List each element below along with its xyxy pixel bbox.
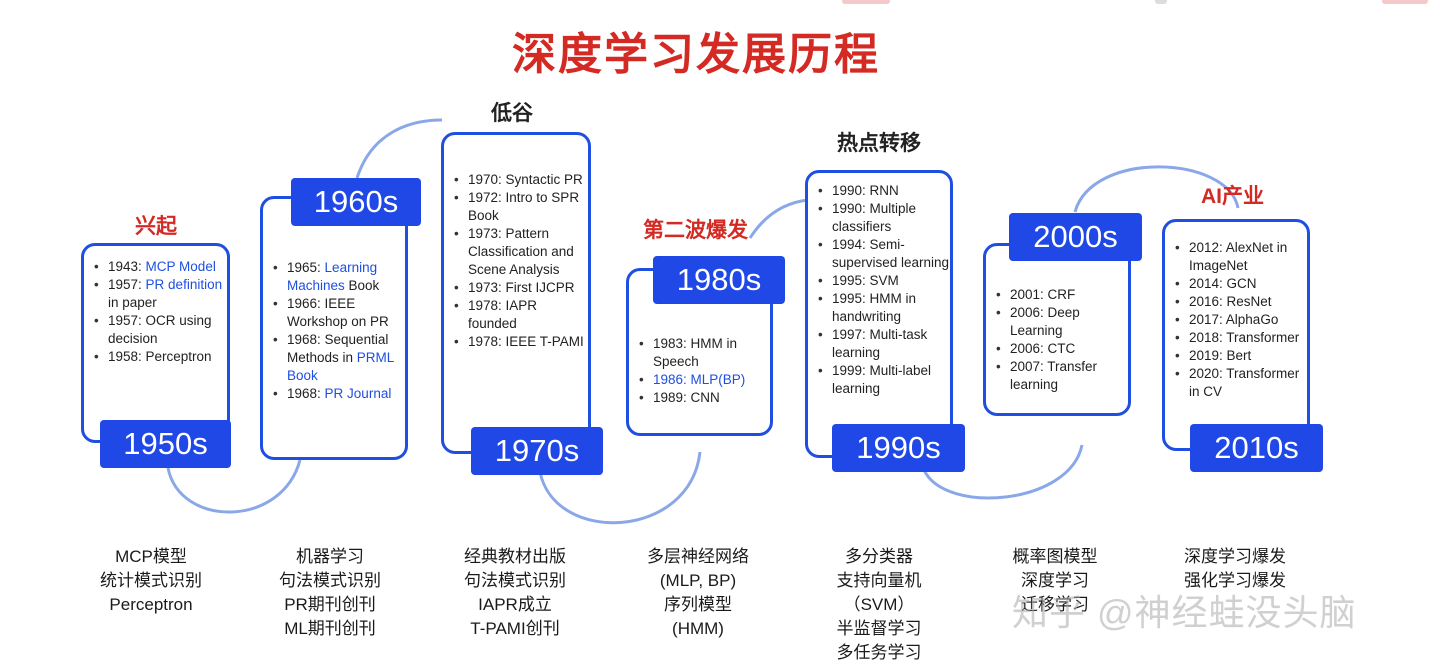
era-badge-2000s: 2000s <box>1009 213 1142 261</box>
list-item: 2007: Transfer learning <box>996 358 1128 394</box>
list-item: 1968: Sequential Methods in PRML Book <box>273 331 405 385</box>
list-item: 1997: Multi-task learning <box>818 326 950 362</box>
phase-label-second-wave: 第二波爆发 <box>643 219 748 242</box>
era-badge-1970s: 1970s <box>471 427 603 475</box>
summary-2010s: 深度学习爆发强化学习爆发 <box>1184 547 1286 590</box>
list-item: 1965: Learning Machines Book <box>273 259 405 295</box>
list-item: 1999: Multi-label learning <box>818 362 950 398</box>
top-edge-mark <box>1155 0 1167 4</box>
list-item: 2006: Deep Learning <box>996 304 1128 340</box>
phase-label-ai-industry: AI产业 <box>1201 185 1264 208</box>
connector-arc <box>748 198 809 239</box>
connector-arc <box>538 451 702 525</box>
timeline-box-1950s: 1943: MCP Model 1957: PR definition in p… <box>81 243 230 443</box>
list-item: 2001: CRF <box>996 286 1128 304</box>
phase-label-trough: 低谷 <box>491 102 533 125</box>
list-item: 1978: IAPR founded <box>454 297 588 333</box>
list-item: 1972: Intro to SPR Book <box>454 189 588 225</box>
list-item: 1995: HMM in handwriting <box>818 290 950 326</box>
era-badge-1950s: 1950s <box>100 420 231 468</box>
summary-1990s: 多分类器支持向量机（SVM）半监督学习多任务学习 <box>836 547 922 662</box>
list-item: 2016: ResNet <box>1175 293 1307 311</box>
list-item: 1966: IEEE Workshop on PR <box>273 295 405 331</box>
list-item: 1973: First IJCPR <box>454 279 588 297</box>
list-item: 1983: HMM in Speech <box>639 335 770 371</box>
list-item: 1973: Pattern Classification and Scene A… <box>454 225 588 279</box>
timeline-box-1990s: 1990: RNN 1990: Multiple classifiers 199… <box>805 170 953 458</box>
list-item: 1990: Multiple classifiers <box>818 200 950 236</box>
list-item: 1970: Syntactic PR <box>454 171 588 189</box>
summary-1980s: 多层神经网络(MLP, BP)序列模型(HMM) <box>647 547 749 638</box>
list-item: 1994: Semi-supervised learning <box>818 236 950 272</box>
page-title: 深度学习发展历程 <box>512 30 880 79</box>
era-badge-2010s: 2010s <box>1190 424 1323 472</box>
timeline-box-2000s: 2001: CRF 2006: Deep Learning 2006: CTC … <box>983 243 1131 416</box>
list-item: 1943: MCP Model <box>94 258 227 276</box>
list-item: 1989: CNN <box>639 389 770 407</box>
list-item: 2017: AlphaGo <box>1175 311 1307 329</box>
timeline-box-1960s: 1965: Learning Machines Book 1966: IEEE … <box>260 196 408 460</box>
list-item: 2012: AlexNet in ImageNet <box>1175 239 1307 275</box>
list-item: 1978: IEEE T-PAMI <box>454 333 588 351</box>
timeline-box-2010s: 2012: AlexNet in ImageNet 2014: GCN 2016… <box>1162 219 1310 451</box>
list-item: 2014: GCN <box>1175 275 1307 293</box>
list-item: 2019: Bert <box>1175 347 1307 365</box>
phase-label-rise: 兴起 <box>135 215 177 238</box>
connector-arc <box>355 118 443 179</box>
list-item: 2006: CTC <box>996 340 1128 358</box>
timeline-box-1970s: 1970: Syntactic PR 1972: Intro to SPR Bo… <box>441 132 591 454</box>
top-edge-mark <box>1382 0 1428 4</box>
list-item: 1958: Perceptron <box>94 348 227 366</box>
era-badge-1990s: 1990s <box>832 424 965 472</box>
connector-arc <box>922 444 1084 500</box>
list-item: 1990: RNN <box>818 182 950 200</box>
connector-arc <box>1073 165 1240 213</box>
era-badge-1980s: 1980s <box>653 256 785 304</box>
list-item: 2020: Transformer in CV <box>1175 365 1307 401</box>
list-item: 1957: OCR using decision <box>94 312 227 348</box>
list-item: 1957: PR definition in paper <box>94 276 227 312</box>
list-item: 2018: Transformer <box>1175 329 1307 347</box>
list-item: 1986: MLP(BP) <box>639 371 770 389</box>
summary-2000s: 概率图模型深度学习迁移学习 <box>1012 547 1098 614</box>
era-badge-1960s: 1960s <box>291 178 421 226</box>
phase-label-hotspot: 热点转移 <box>837 132 921 155</box>
list-item: 1995: SVM <box>818 272 950 290</box>
connector-arc <box>166 459 302 514</box>
top-edge-mark <box>842 0 890 4</box>
list-item: 1968: PR Journal <box>273 385 405 403</box>
watermark: 知乎 @神经蛙没头脑 <box>1012 592 1357 633</box>
